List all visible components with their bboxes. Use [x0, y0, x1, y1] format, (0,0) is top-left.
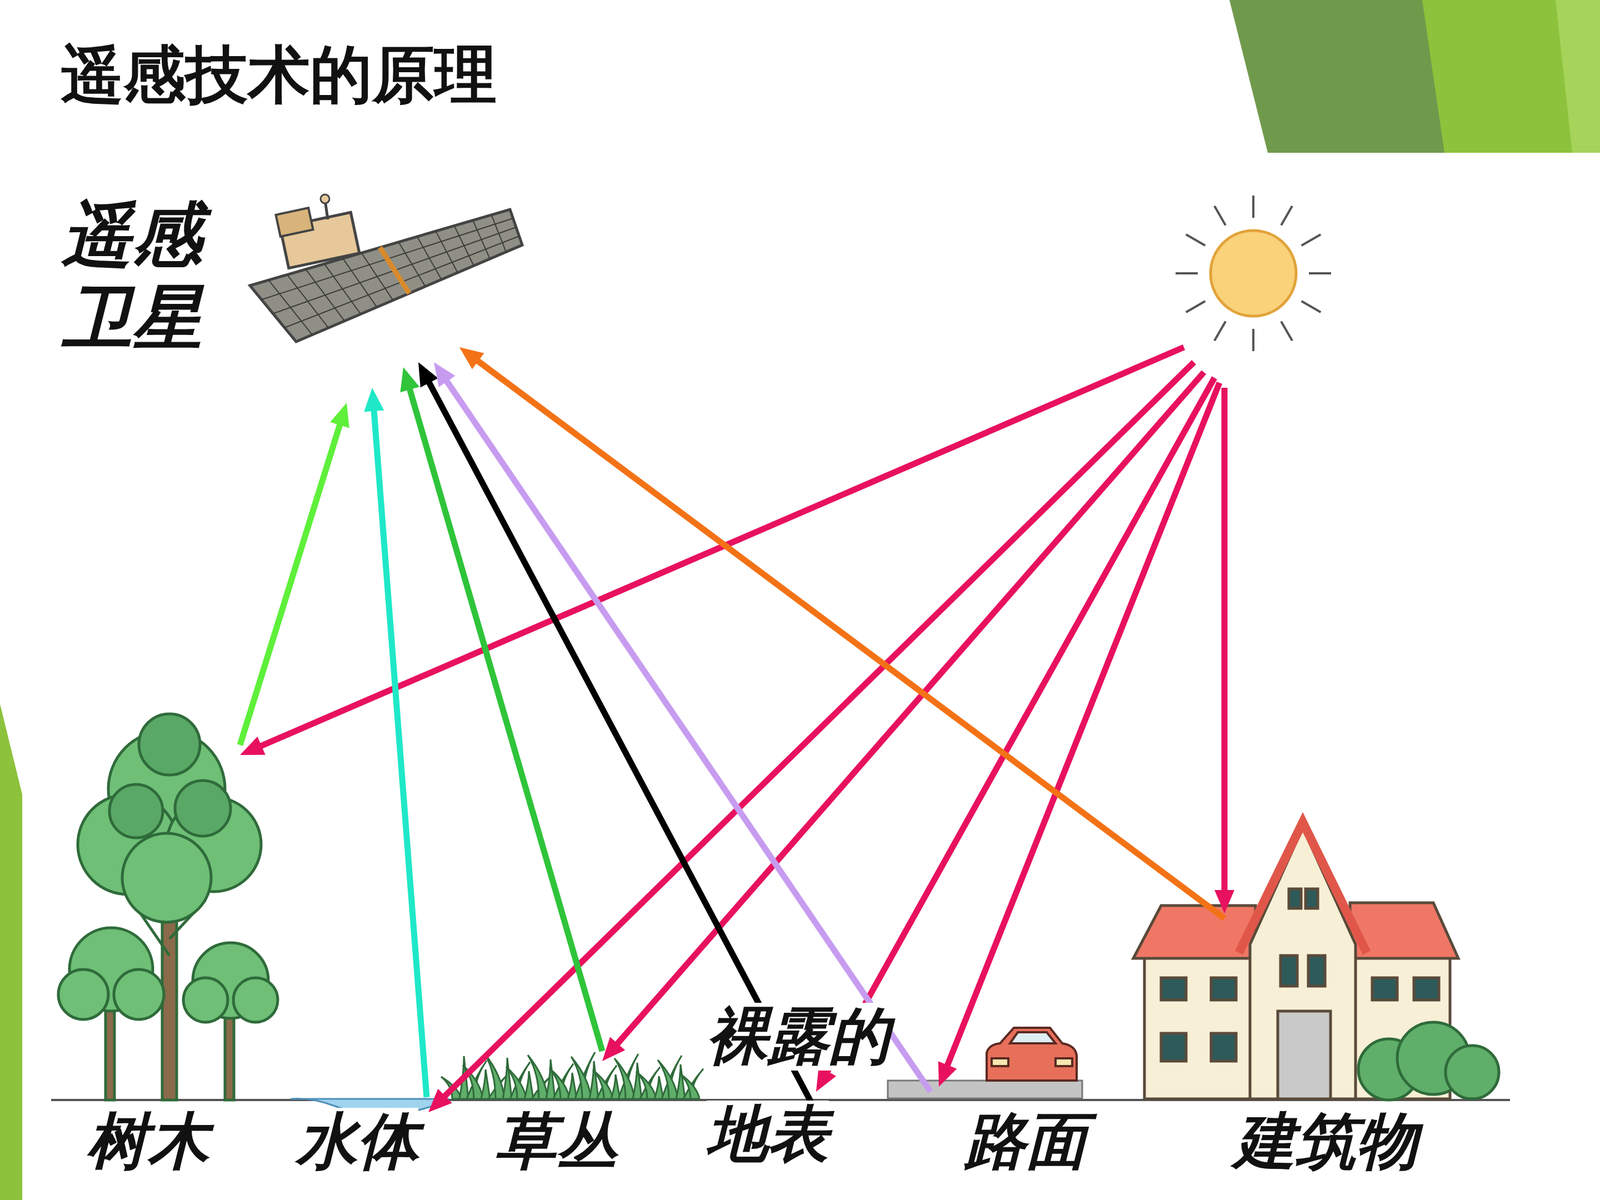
reflected-ray — [240, 402, 350, 745]
ray-line — [445, 379, 931, 1092]
reflected-ray — [363, 387, 427, 1098]
panel-cell-line — [380, 247, 410, 294]
grass-blade — [636, 1071, 657, 1099]
ray-line — [373, 408, 427, 1098]
ray-line — [826, 377, 1215, 1074]
arrowhead — [400, 367, 420, 393]
grass-blade — [524, 1071, 534, 1099]
incident-ray — [240, 347, 1184, 755]
building — [1133, 822, 1499, 1100]
incident-ray — [816, 377, 1215, 1092]
sun-ray — [1175, 272, 1198, 275]
corner-band — [1422, 0, 1600, 153]
corner-band — [1555, 0, 1600, 153]
reflected-ray — [400, 367, 603, 1052]
grass-blade — [679, 1073, 700, 1099]
arrowhead — [428, 1088, 453, 1113]
sun-ray — [1252, 328, 1255, 352]
ray-line — [946, 382, 1220, 1068]
object-label: 建筑物 — [1234, 1108, 1418, 1176]
object-label: 路面 — [964, 1108, 1087, 1176]
grass-blade — [502, 1057, 512, 1099]
grass-blade — [546, 1059, 555, 1099]
ray-line — [1221, 387, 1228, 893]
label-text: 遥感 卫星 — [62, 196, 203, 357]
grass-blade — [632, 1062, 642, 1099]
object-label: 裸露的 地表 — [706, 987, 903, 1184]
sun-ray — [1301, 234, 1322, 246]
label-text: 树木 — [86, 1107, 209, 1176]
arrowhead — [602, 1037, 625, 1062]
side-band — [0, 703, 23, 1200]
grass-blade — [484, 1053, 505, 1099]
arrowhead — [459, 347, 484, 370]
reflected-ray — [433, 362, 931, 1092]
ray-line — [616, 372, 1204, 1045]
arrowhead — [938, 1061, 957, 1087]
grass-blade — [527, 1055, 548, 1099]
object-label: 草丛 — [495, 1108, 618, 1176]
sun-ray — [1214, 321, 1226, 342]
slide-title: 遥感技术的原理 — [61, 33, 497, 118]
grass-blade — [506, 1066, 527, 1099]
grass-blade — [589, 1061, 599, 1099]
ray-line — [240, 422, 341, 745]
label-text: 建筑物 — [1234, 1107, 1418, 1176]
satellite — [250, 194, 523, 342]
incident-ray — [602, 372, 1204, 1062]
arrowhead — [433, 362, 456, 388]
satellite-label: 遥感 卫星 — [62, 194, 213, 360]
label-text: 草丛 — [495, 1107, 618, 1176]
incident-ray — [1214, 387, 1235, 914]
sun-ray — [1281, 321, 1293, 342]
sun-ray — [1281, 206, 1293, 226]
arrowhead — [363, 387, 384, 412]
arrowhead — [330, 402, 349, 428]
sun-ray — [1214, 206, 1226, 226]
sun-ray — [1186, 234, 1206, 246]
sun-ray — [1186, 301, 1206, 313]
ray-line — [476, 360, 1225, 919]
ray-line — [409, 387, 603, 1052]
label-text: 路面 — [964, 1107, 1087, 1176]
object-label: 水体 — [296, 1108, 419, 1176]
label-text: 裸露的 地表 — [706, 1002, 890, 1169]
label-text: 水体 — [296, 1107, 419, 1176]
sun-ray — [1252, 195, 1255, 218]
trees — [58, 713, 278, 1100]
grass-blade — [481, 1069, 490, 1099]
corner-band — [1229, 0, 1600, 153]
reflected-ray — [418, 362, 812, 1103]
reflected-ray — [459, 347, 1225, 919]
panel-divider — [380, 247, 410, 294]
grass-blade — [676, 1064, 685, 1099]
car — [986, 1027, 1077, 1081]
ray-line — [428, 381, 812, 1103]
sun-ray — [1308, 272, 1332, 275]
grass-blade — [567, 1072, 577, 1099]
road-surface — [887, 1080, 1083, 1099]
object-label: 树木 — [86, 1108, 209, 1176]
sun-ray — [1301, 301, 1322, 313]
grass-blade — [614, 1058, 635, 1099]
sun — [1175, 195, 1332, 352]
grass-blade — [549, 1068, 570, 1099]
grass-blade — [571, 1056, 592, 1099]
grass-blade — [592, 1070, 613, 1099]
grass-blade — [611, 1074, 620, 1099]
grass-blade — [657, 1060, 678, 1099]
